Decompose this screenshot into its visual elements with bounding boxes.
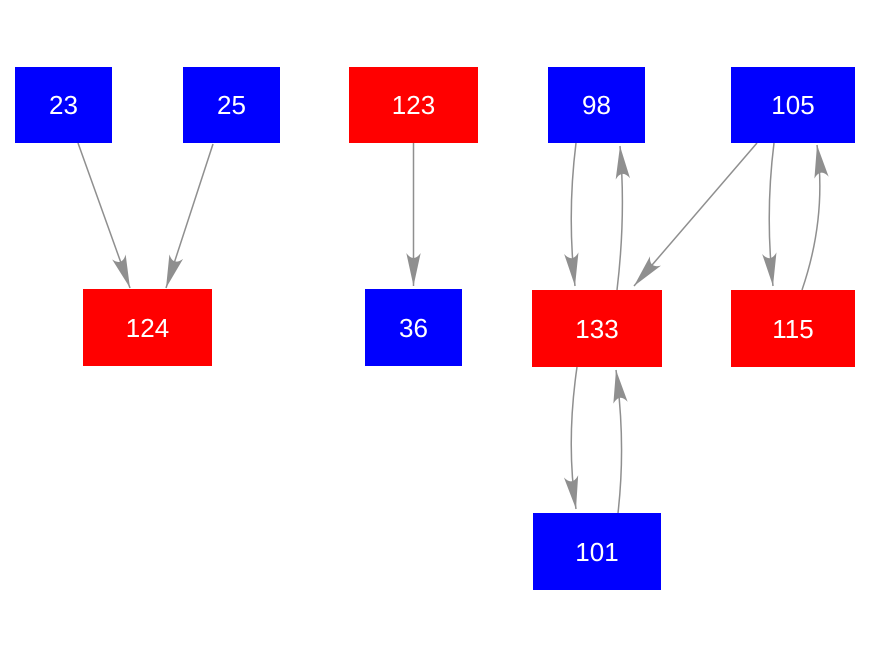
node-105[interactable]: 105 [731, 67, 855, 143]
node-133[interactable]: 133 [532, 290, 662, 367]
edge-101-133 [613, 369, 628, 514]
edge-115-105 [801, 144, 829, 291]
edge-23-124 [77, 142, 131, 289]
node-36[interactable]: 36 [365, 289, 462, 366]
edge-105-115 [762, 142, 777, 287]
node-101[interactable]: 101 [533, 513, 661, 590]
node-25[interactable]: 25 [183, 67, 280, 143]
node-124[interactable]: 124 [83, 289, 212, 366]
edge-133-98 [615, 145, 631, 291]
node-98[interactable]: 98 [548, 67, 645, 143]
edge-133-101 [563, 366, 579, 510]
edge-105-133 [633, 142, 758, 287]
edge-group [77, 142, 829, 514]
node-115[interactable]: 115 [731, 290, 855, 367]
node-23[interactable]: 23 [15, 67, 112, 143]
edge-98-133 [564, 142, 579, 287]
edge-25-124 [165, 143, 214, 289]
node-123[interactable]: 123 [349, 67, 478, 143]
